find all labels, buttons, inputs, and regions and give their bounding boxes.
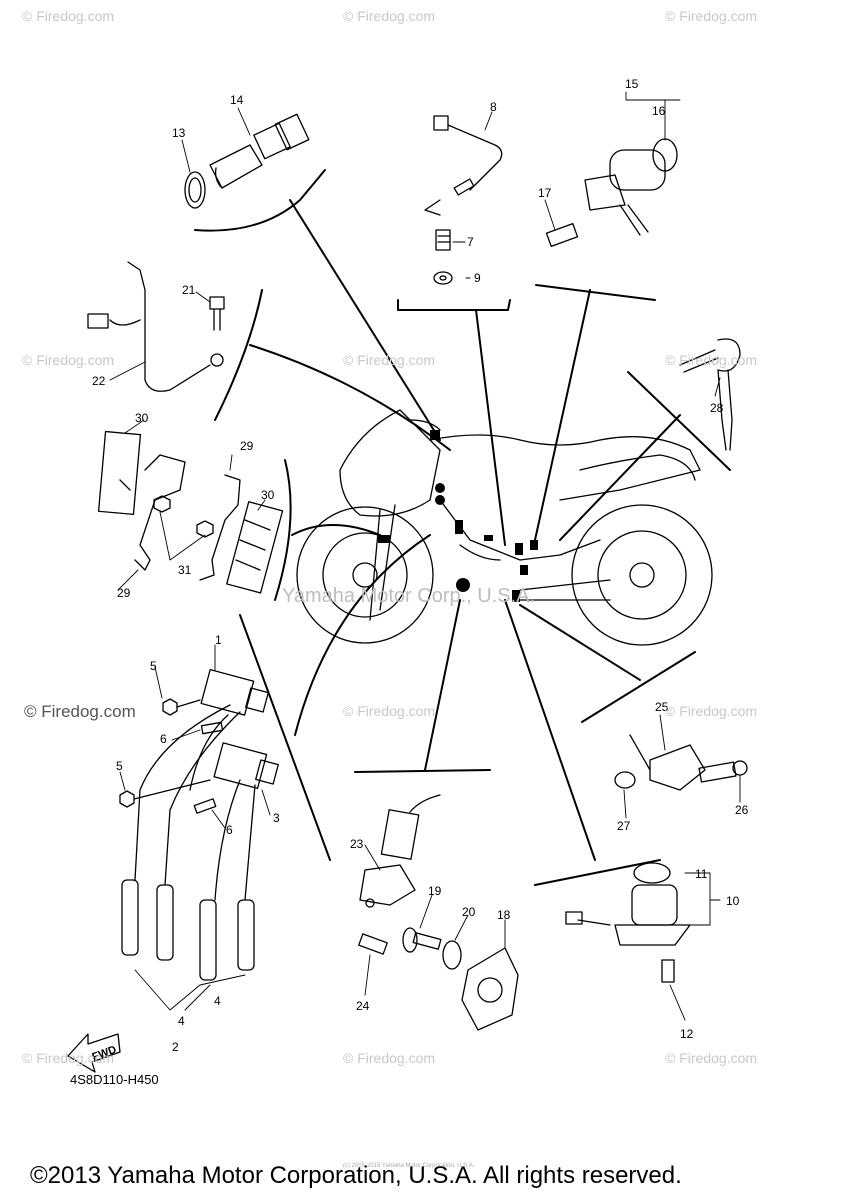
- callout-27: 27: [617, 819, 631, 833]
- part-8-wire: [424, 115, 503, 285]
- callout-29b: 29: [117, 586, 131, 600]
- diagram-code: 4S8D110-H450: [70, 1072, 159, 1087]
- part-10-sensor: [565, 862, 691, 983]
- callout-16: 16: [652, 104, 666, 118]
- part-23-pickup: [359, 794, 441, 908]
- callout-25: 25: [655, 700, 669, 714]
- callout-26: 26: [735, 803, 749, 817]
- part-19-bolt: [402, 927, 442, 953]
- callout-19: 19: [428, 884, 442, 898]
- callout-12: 12: [680, 1027, 694, 1041]
- watermark: © Firedog.com: [22, 1050, 115, 1066]
- callout-10: 10: [726, 894, 740, 908]
- part-1-ignition-coil: [162, 668, 269, 735]
- callout-24: 24: [356, 999, 370, 1013]
- callout-4: 4: [178, 1014, 185, 1028]
- callout-9: 9: [474, 271, 481, 285]
- callout-5a: 5: [150, 659, 157, 673]
- watermark: © Firedog.com: [665, 703, 758, 719]
- part-29-bracket-right: [199, 474, 241, 581]
- watermark: © Firedog.com: [22, 352, 115, 368]
- part-31-nut: [153, 495, 214, 538]
- watermark: © Firedog.com: [343, 8, 436, 24]
- callout-numbers: 1 2 3 4 5 5 6 6 7 8 9 10 11 12 13 14 15 …: [91, 77, 749, 1064]
- watermark: © Firedog.com: [665, 8, 758, 24]
- part-3-ignition-coil: [119, 742, 279, 814]
- copyright-notice: ©2013 Yamaha Motor Corporation, U.S.A. A…: [30, 1162, 682, 1189]
- callout-23: 23: [350, 837, 364, 851]
- callout-29a: 29: [240, 439, 254, 453]
- part-30-reflector-right: [226, 501, 284, 594]
- part-24-bolt: [358, 933, 388, 955]
- callout-8: 8: [490, 100, 497, 114]
- watermark-logo: © Firedog.com: [24, 702, 136, 721]
- part-22-harness: [87, 261, 225, 392]
- part-15-sensor: [545, 138, 678, 248]
- callout-21: 21: [182, 283, 196, 297]
- callout-lines: [109, 91, 741, 1021]
- watermark: © Firedog.com: [343, 703, 436, 719]
- watermark: © Firedog.com: [343, 1050, 436, 1066]
- callout-17: 17: [538, 186, 552, 200]
- callout-15: 15: [625, 77, 639, 91]
- callout-5b: 5: [116, 759, 123, 773]
- location-markers: [378, 430, 538, 602]
- callout-18: 18: [497, 908, 511, 922]
- callout-14: 14: [230, 93, 244, 107]
- callout-11: 11: [695, 867, 708, 881]
- callout-7: 7: [467, 235, 474, 249]
- watermark: © Firedog.com: [665, 1050, 758, 1066]
- callout-13: 13: [172, 126, 186, 140]
- leader-lines: [194, 169, 731, 886]
- part-20-washer: [442, 940, 462, 970]
- callout-1: 1: [215, 633, 222, 647]
- callout-28: 28: [710, 401, 724, 415]
- part-18-rotor: [461, 947, 519, 1031]
- watermark-center: Yamaha Motor Corp., U.S.A.: [282, 585, 536, 607]
- callout-22: 22: [92, 374, 106, 388]
- part-25-sensor: [614, 734, 748, 791]
- callout-20: 20: [462, 905, 476, 919]
- callout-6b: 6: [226, 823, 233, 837]
- callout-30b: 30: [261, 488, 275, 502]
- callout-3: 3: [273, 811, 280, 825]
- callout-30a: 30: [135, 411, 149, 425]
- callout-31: 31: [178, 563, 192, 577]
- part-2-plug-wires: [121, 704, 256, 981]
- watermark: © Firedog.com: [665, 352, 758, 368]
- part-30-reflector-left: [97, 430, 142, 515]
- part-28-sensor: [679, 338, 741, 451]
- callout-6a: 6: [160, 732, 167, 746]
- callout-2: 2: [172, 1040, 179, 1054]
- watermark: © Firedog.com: [22, 8, 115, 24]
- fwd-arrow-icon: [67, 1033, 121, 1073]
- callout-4b: 4: [214, 994, 221, 1008]
- part-14-sensor: [184, 113, 310, 209]
- watermark: © Firedog.com: [343, 352, 436, 368]
- fine-print: (c) 2005-2015 Yamaha Motor Corporation, …: [343, 1163, 475, 1169]
